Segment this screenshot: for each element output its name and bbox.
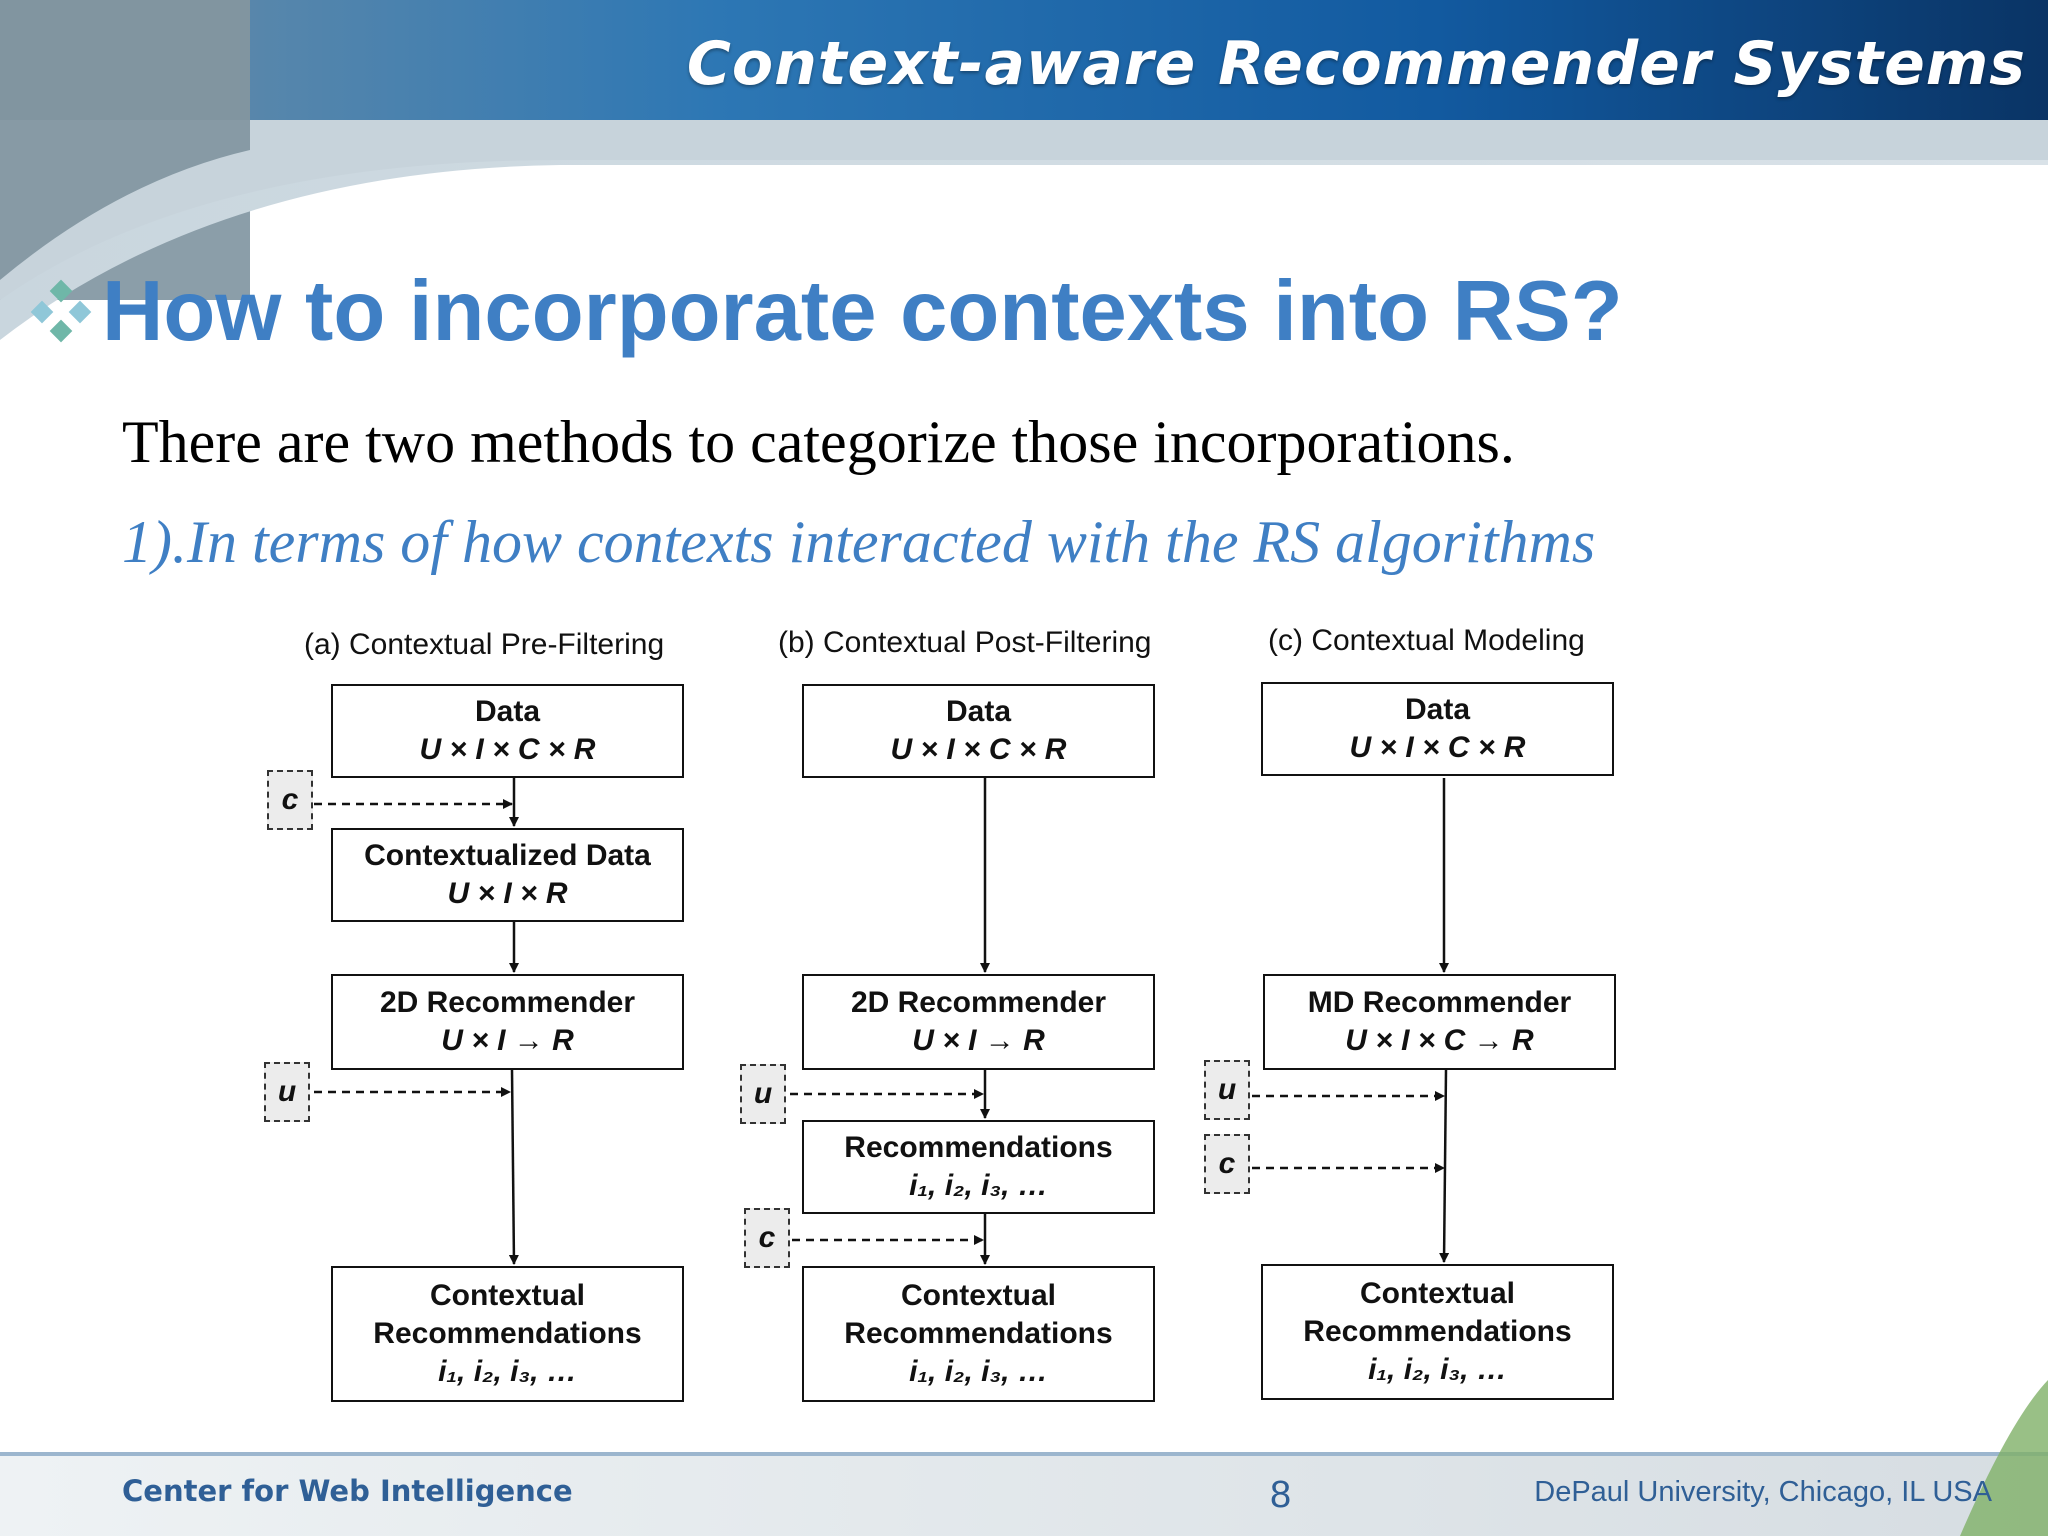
pre-contextualized-formula: U × I × R [447, 877, 568, 910]
post-data-formula: U × I × C × R [890, 733, 1067, 766]
pre-data-label: Data [474, 695, 541, 728]
pre-output-label2: Recommendations [373, 1317, 642, 1350]
pre-data-formula: U × I × C × R [419, 733, 596, 766]
pre-recommender-box: 2D Recommender U × I → R [331, 974, 684, 1070]
model-recommender-box: MD Recommender U × I × C → R [1263, 974, 1616, 1070]
post-recommendations-label: Recommendations [844, 1131, 1113, 1164]
model-context-u: u [1204, 1060, 1250, 1120]
arrow-pre-rec-to-output [508, 1069, 519, 1265]
model-context-c: c [1204, 1134, 1250, 1194]
post-data-label: Data [945, 695, 1012, 728]
model-output-items: i₁, i₂, i₃, … [1368, 1353, 1507, 1386]
modeling-title: (c) Contextual Modeling [1268, 624, 1585, 657]
model-output-label1: Contextual [1359, 1277, 1515, 1310]
model-data-box: Data U × I × C × R [1261, 682, 1614, 776]
pre-contextualized-data-box: Contextualized Data U × I × R [331, 828, 684, 922]
footer-university: DePaul University, Chicago, IL USA [1534, 1476, 1992, 1508]
post-output-label1: Contextual [900, 1279, 1056, 1312]
model-recommender-label: MD Recommender [1307, 986, 1572, 1019]
post-recommender-formula: U × I → R [912, 1024, 1045, 1057]
pre-output-label1: Contextual [429, 1279, 585, 1312]
method-text: 1).In terms of how contexts interacted w… [122, 509, 1596, 575]
pre-recommender-label: 2D Recommender [379, 986, 636, 1019]
pre-output-items: i₁, i₂, i₃, … [438, 1355, 577, 1388]
pre-data-box: Data U × I × C × R [331, 684, 684, 778]
model-data-formula: U × I × C × R [1349, 731, 1526, 764]
pre-recommender-formula: U × I → R [441, 1024, 574, 1057]
post-filtering-title: (b) Contextual Post-Filtering [778, 626, 1152, 659]
post-context-c: c [744, 1208, 790, 1268]
post-output-label2: Recommendations [844, 1317, 1113, 1350]
pre-output-box: Contextual Recommendations i₁, i₂, i₃, … [331, 1266, 684, 1402]
post-recommender-label: 2D Recommender [850, 986, 1107, 1019]
pre-filtering-title: (a) Contextual Pre-Filtering [304, 628, 665, 661]
heading-text: How to incorporate contexts into RS? [102, 264, 1623, 359]
arrow-model-rec-to-output [1439, 1069, 1450, 1263]
post-output-box: Contextual Recommendations i₁, i₂, i₃, … [802, 1266, 1155, 1402]
page-number: 8 [1270, 1474, 1292, 1516]
post-recommendations-box: Recommendations i₁, i₂, i₃, … [802, 1120, 1155, 1214]
model-output-label2: Recommendations [1303, 1315, 1572, 1348]
post-recommendations-items: i₁, i₂, i₃, … [909, 1169, 1048, 1202]
footer-organization: Center for Web Intelligence [122, 1474, 573, 1508]
header-title: Context-aware Recommender Systems [686, 29, 2026, 99]
model-output-box: Contextual Recommendations i₁, i₂, i₃, … [1261, 1264, 1614, 1400]
model-data-label: Data [1404, 693, 1471, 726]
post-data-box: Data U × I × C × R [802, 684, 1155, 778]
diamond-bullet-icon [30, 279, 92, 343]
post-context-u: u [740, 1064, 786, 1124]
intro-text: There are two methods to categorize thos… [122, 409, 1515, 475]
post-recommender-box: 2D Recommender U × I → R [802, 974, 1155, 1070]
model-recommender-formula: U × I × C → R [1345, 1024, 1534, 1057]
slide-heading: How to incorporate contexts into RS? [26, 262, 1623, 362]
pre-context-c: c [267, 770, 313, 830]
post-output-items: i₁, i₂, i₃, … [909, 1355, 1048, 1388]
pre-context-u: u [264, 1062, 310, 1122]
pre-contextualized-label: Contextualized Data [364, 839, 651, 872]
